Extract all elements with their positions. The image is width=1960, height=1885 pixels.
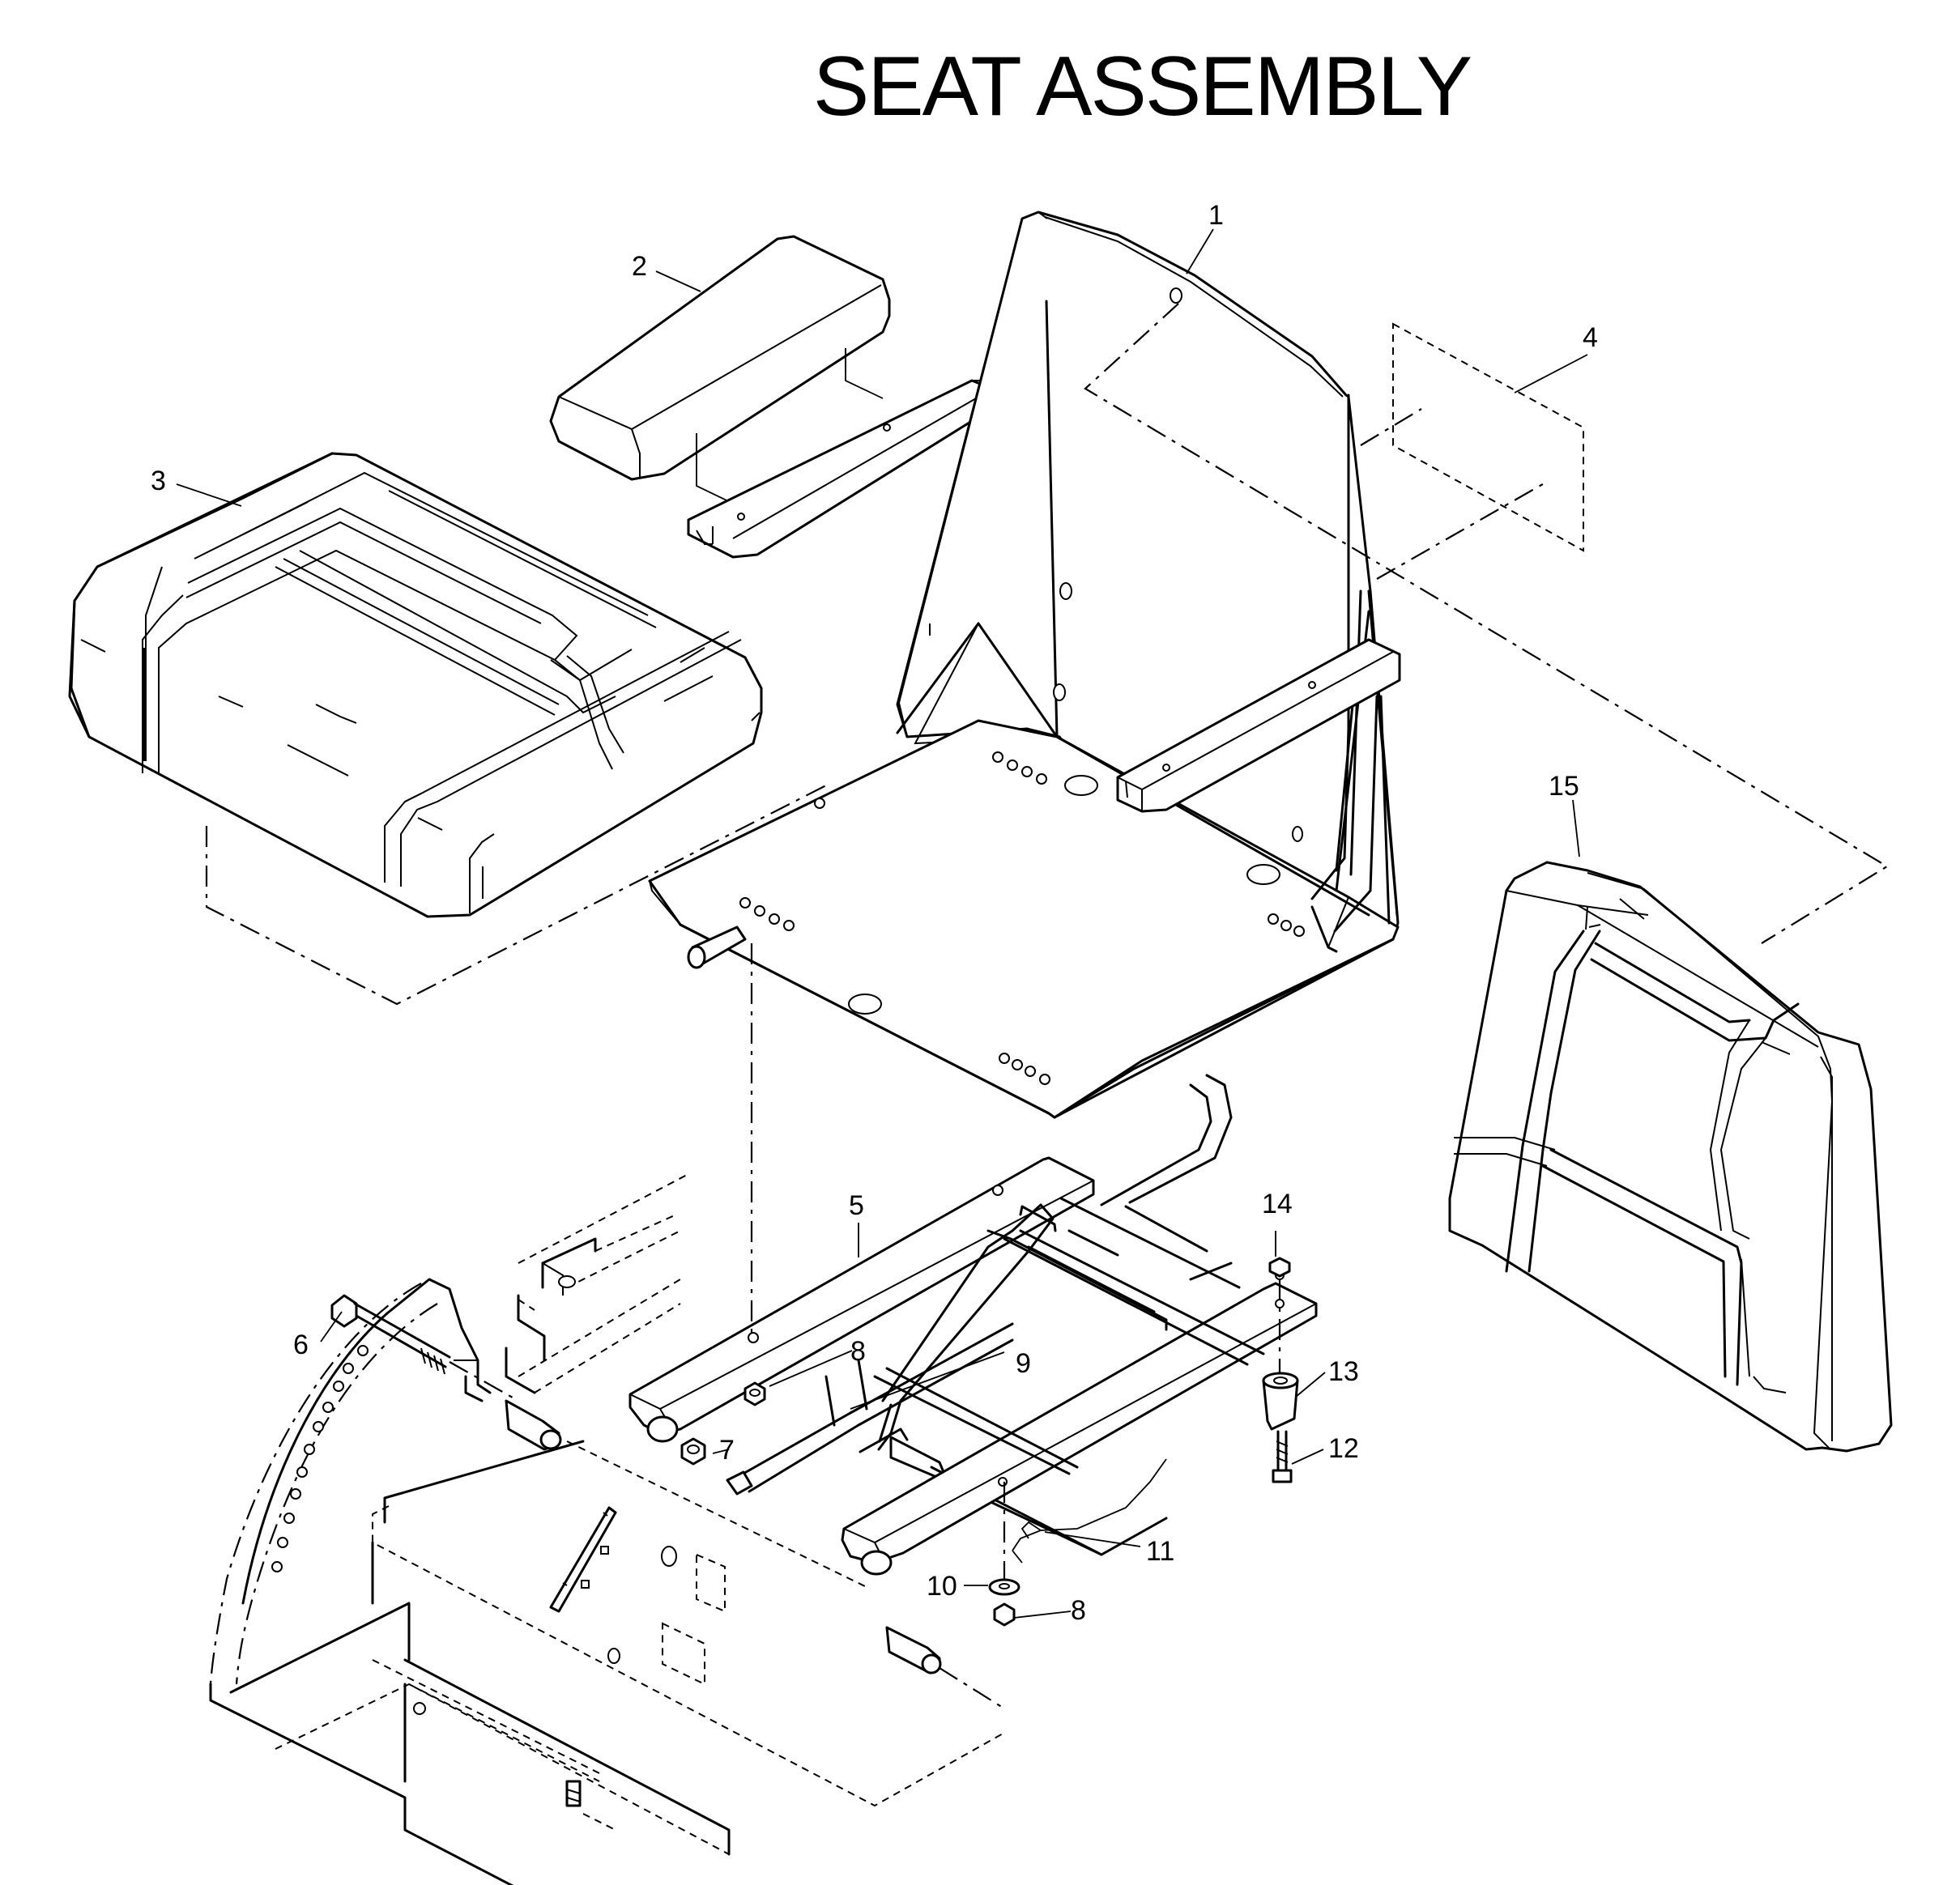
- callout-8-lower: 8: [1071, 1595, 1086, 1626]
- back-cushion-part-15: [1448, 861, 1893, 1453]
- callout-9: 9: [1016, 1348, 1031, 1379]
- armrest-pad-part-2: [549, 235, 891, 511]
- seat-frame-part-1: [648, 211, 1400, 1206]
- callout-2: 2: [632, 251, 647, 282]
- diagram-title: SEAT ASSEMBLY: [812, 40, 1472, 134]
- callout-1: 1: [1208, 200, 1224, 231]
- callout-leaders: [176, 228, 1588, 1619]
- callout-15: 15: [1549, 771, 1579, 802]
- callout-13: 13: [1328, 1356, 1359, 1387]
- decal-part-4: [1084, 303, 1890, 944]
- machine-body: [209, 1173, 1005, 1885]
- seat-cushion-part-3: [68, 452, 827, 1006]
- callout-14: 14: [1262, 1189, 1293, 1219]
- callout-10: 10: [927, 1571, 957, 1602]
- seat-slide-frame: [726, 1197, 1318, 1576]
- hardware: [330, 1257, 1299, 1709]
- armrest-bracket-left: [687, 379, 1001, 559]
- slide-rail-part-5: [628, 943, 1095, 1443]
- callout-labels: 1 2 3 4 5 6 7 8 8 9 10 11 12 13 14 15: [151, 200, 1598, 1626]
- callout-7: 7: [719, 1435, 735, 1466]
- callout-12: 12: [1328, 1433, 1359, 1464]
- callout-3: 3: [151, 466, 166, 496]
- callout-11: 11: [1146, 1536, 1174, 1567]
- armrest-bracket-right: [1116, 638, 1401, 813]
- callout-8-upper: 8: [850, 1336, 866, 1367]
- callout-5: 5: [849, 1190, 864, 1221]
- callout-6: 6: [293, 1330, 309, 1360]
- callout-4: 4: [1583, 322, 1598, 353]
